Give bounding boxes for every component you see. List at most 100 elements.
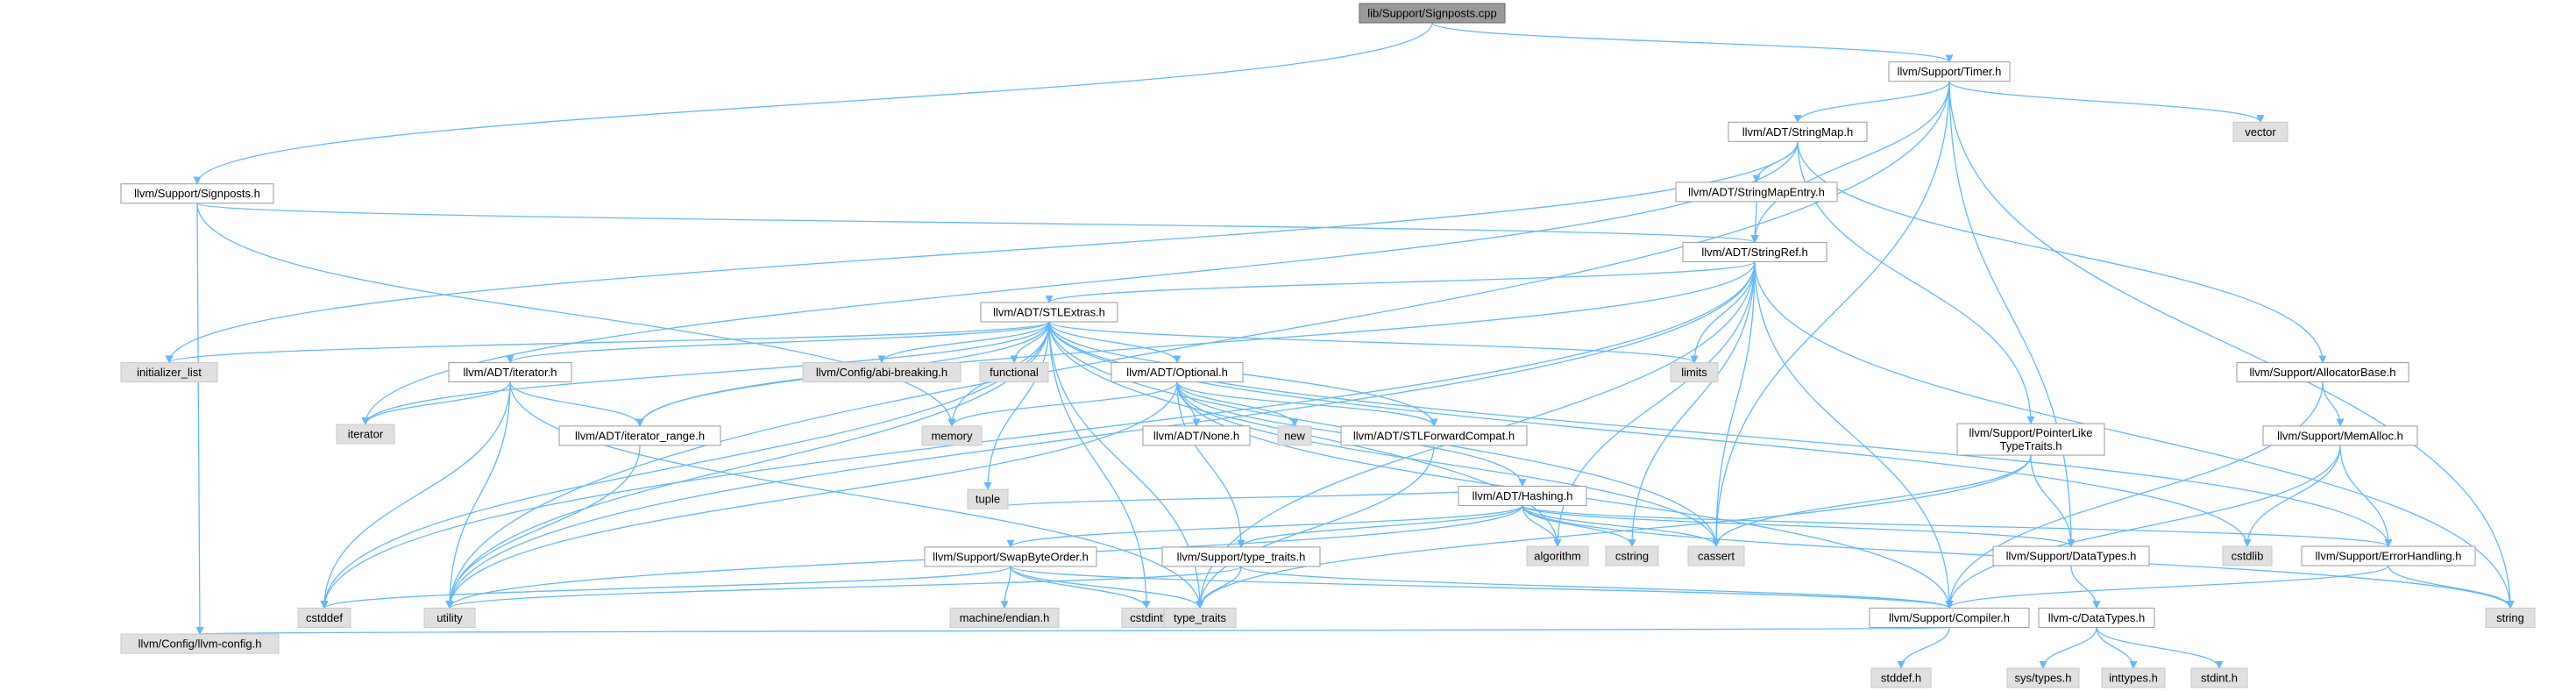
node-inttypes_h: inttypes.h (2101, 667, 2166, 688)
node-cstring: cstring (1605, 545, 1659, 566)
edge-stlextras_h-to-iterator (361, 321, 1050, 425)
edge-iterator_h-to-type_traits (509, 381, 1204, 609)
node-box-timer_h (1888, 61, 2011, 82)
node-errorhandling_h[interactable]: llvm/Support/ErrorHandling.h (2301, 545, 2476, 566)
node-utility: utility (423, 607, 476, 628)
node-none_h[interactable]: llvm/ADT/None.h (1142, 425, 1251, 446)
node-cassert: cassert (1687, 545, 1745, 566)
node-box-functional (979, 362, 1049, 383)
edge-stringref_h-to-utility (445, 261, 1756, 609)
node-type_traits_h[interactable]: llvm/Support/type_traits.h (1161, 546, 1321, 567)
node-label-tuple: tuple (976, 493, 1000, 506)
node-memory: memory (921, 425, 983, 446)
node-stringmap_h[interactable]: llvm/ADT/StringMap.h (1728, 121, 1868, 142)
edge-optional_h-to-stlforwardcompat_h (1176, 381, 1438, 427)
node-box-cstring (1605, 545, 1659, 566)
edge-errorhandling_h-to-compiler_h (1945, 565, 2389, 609)
edge-swapbyteorder_h-to-type_traits (1010, 566, 1204, 609)
node-label-compiler_h: llvm/Support/Compiler.h (1889, 611, 2010, 624)
node-box-inttypes_h (2101, 667, 2166, 688)
node-tuple: tuple (967, 488, 1009, 509)
node-memalloc_h[interactable]: llvm/Support/MemAlloc.h (2262, 425, 2418, 446)
edge-iterator_h-to-iterator (361, 381, 511, 425)
node-c_datatypes_h[interactable]: llvm-c/DataTypes.h (2038, 607, 2155, 628)
node-box-errorhandling_h (2301, 545, 2476, 566)
node-iterator_h[interactable]: llvm/ADT/iterator.h (448, 362, 572, 383)
node-box-machine_endian_h (949, 607, 1060, 628)
node-box-iterator_range_h (558, 425, 721, 446)
node-label-cstddef: cstddef (306, 611, 343, 624)
node-box-allocatorbase_h (2236, 362, 2409, 383)
node-stddef_h: stddef.h (1870, 667, 1932, 688)
edge-compiler_h-to-llvm_config_h (199, 625, 1950, 635)
node-algorithm: algorithm (1526, 545, 1589, 566)
node-box-llvm_config_h (120, 633, 280, 654)
node-label-inttypes_h: inttypes.h (2109, 672, 2158, 685)
edge-pointerlike_h-to-cassert (1712, 455, 2032, 547)
edge-iterator_range_h-to-utility (445, 445, 641, 609)
node-iterator_range_h[interactable]: llvm/ADT/iterator_range.h (558, 425, 721, 446)
node-label-abi_breaking_h: llvm/Config/abi-breaking.h (816, 366, 947, 379)
edge-timer_h-to-datatypes_h (1948, 81, 2076, 547)
node-box-pointerlike_h (1956, 423, 2105, 456)
node-box-memalloc_h (2262, 425, 2418, 446)
node-datatypes_h[interactable]: llvm/Support/DataTypes.h (1992, 545, 2150, 566)
node-label-string: string (2496, 611, 2524, 624)
edge-timer_h-to-cassert (1712, 81, 1950, 547)
node-timer_h[interactable]: llvm/Support/Timer.h (1888, 61, 2011, 82)
edge-timer_h-to-vector (1948, 81, 2265, 124)
node-box-signposts_h (120, 183, 274, 204)
edge-stringmap_h-to-allocatorbase_h (1797, 141, 2327, 364)
edge-hashing_h-to-datatypes_h (1522, 504, 2076, 547)
edge-stlextras_h-to-initializer_list (165, 321, 1050, 364)
node-box-stlforwardcompat_h (1340, 425, 1528, 446)
node-box-stringref_h (1682, 241, 1827, 262)
node-box-memory (921, 425, 983, 446)
edge-hashing_h-to-cassert (1522, 505, 1721, 547)
node-box-initializer_list (120, 362, 218, 383)
node-box-abi_breaking_h (802, 362, 962, 383)
edges-layer (165, 22, 2515, 669)
node-stringref_h[interactable]: llvm/ADT/StringRef.h (1682, 241, 1827, 262)
node-label-cstring: cstring (1615, 550, 1649, 563)
node-box-swapbyteorder_h (924, 546, 1097, 567)
edge-signposts_h-to-memory (196, 203, 956, 427)
edge-hashing_h-to-swapbyteorder_h (1006, 504, 1523, 548)
node-cstdint: cstdint (1121, 607, 1172, 628)
edge-optional_h-to-utility (445, 381, 1178, 609)
edge-stringref_h-to-cstring (1628, 261, 1756, 547)
node-stringmapentry_h[interactable]: llvm/ADT/StringMapEntry.h (1675, 182, 1838, 203)
node-label-sys_types_h: sys/types.h (2014, 672, 2071, 685)
edge-swapbyteorder_h-to-cstdint (1010, 566, 1151, 609)
node-compiler_h[interactable]: llvm/Support/Compiler.h (1869, 607, 2030, 628)
node-box-utility (423, 607, 476, 628)
node-box-type_traits_h (1161, 546, 1321, 567)
edge-c_datatypes_h-to-stdint_h (2096, 627, 2224, 669)
edge-stringref_h-to-stlextras_h (1045, 260, 1756, 303)
node-label-iterator: iterator (348, 428, 384, 441)
node-box-stlextras_h (980, 302, 1118, 323)
node-box-cstddef (297, 607, 351, 628)
edge-hashing_h-to-cstring (1522, 505, 1636, 547)
node-string: string (2485, 607, 2536, 628)
node-signposts_h[interactable]: llvm/Support/Signposts.h (120, 183, 274, 204)
node-label-cstdint: cstdint (1130, 611, 1163, 624)
node-allocatorbase_h[interactable]: llvm/Support/AllocatorBase.h (2236, 362, 2409, 383)
edge-timer_h-to-utility (445, 81, 1950, 609)
node-swapbyteorder_h[interactable]: llvm/Support/SwapByteOrder.h (924, 546, 1097, 567)
node-stlforwardcompat_h[interactable]: llvm/ADT/STLForwardCompat.h (1340, 425, 1528, 446)
node-box-datatypes_h (1992, 545, 2150, 566)
node-stlextras_h[interactable]: llvm/ADT/STLExtras.h (980, 302, 1118, 323)
node-hashing_h[interactable]: llvm/ADT/Hashing.h (1458, 485, 1587, 506)
node-new: new (1277, 425, 1312, 446)
node-box-type_traits (1163, 607, 1237, 628)
node-box-cstdlib (2222, 545, 2273, 566)
node-box-limits (1670, 362, 1719, 383)
node-box-hashing_h (1458, 485, 1587, 506)
node-box-cassert (1687, 545, 1745, 566)
node-optional_h[interactable]: llvm/ADT/Optional.h (1111, 362, 1244, 383)
edge-iterator_h-to-iterator_range_h (509, 381, 644, 427)
edge-optional_h-to-type_traits_h (1176, 381, 1245, 548)
